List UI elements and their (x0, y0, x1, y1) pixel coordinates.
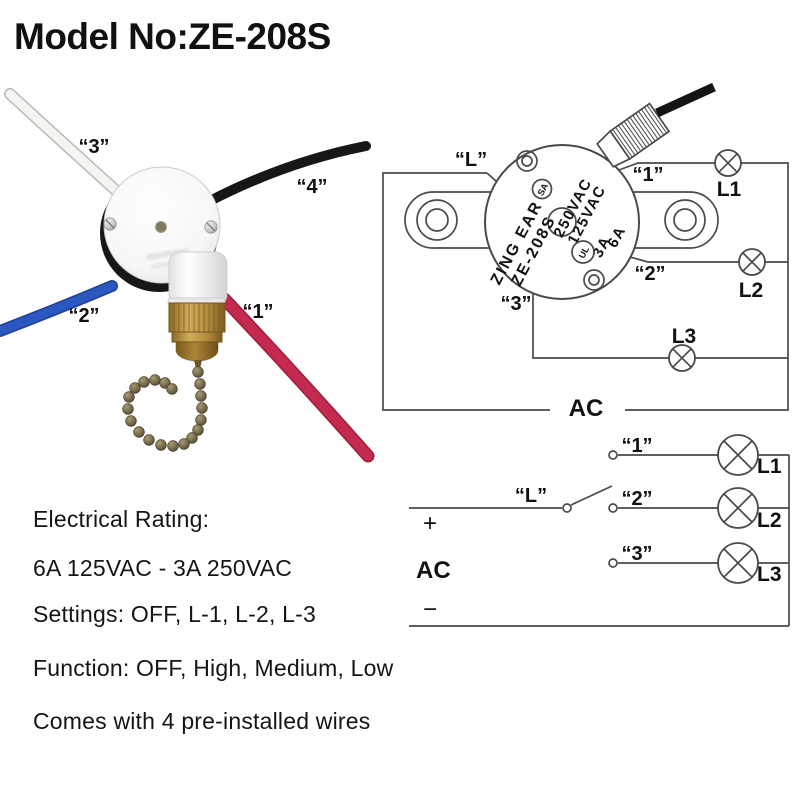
schematic-terminal-1: “1” (621, 435, 652, 457)
schematic-terminal-L: “L” (515, 485, 547, 507)
pull-cord (655, 82, 716, 118)
schematic-terminal-2: “2” (621, 488, 652, 510)
shaft-hole (547, 207, 577, 237)
photo-wire-label-3: “3” (78, 136, 109, 158)
schematic-return-line (409, 455, 790, 627)
diagram-terminal-L: “L” (455, 149, 487, 171)
lamp-l3 (668, 344, 696, 372)
top-screw-tab (516, 150, 538, 172)
spec-settings: Settings: OFF, L-1, L-2, L-3 (33, 601, 316, 627)
diagram-terminal-1: “1” (632, 164, 663, 186)
diagram-terminal-3: “3” (500, 293, 531, 315)
schematic-switch-arm (570, 485, 613, 506)
left-ear-hole-outer (416, 199, 458, 241)
brass-nipple (168, 302, 226, 369)
center-hole (155, 221, 168, 234)
lamp-l1 (714, 149, 742, 177)
schematic-ac-label: AC (416, 557, 451, 584)
top-screw-hole (521, 155, 533, 167)
red-wire (209, 283, 373, 461)
threaded-nipple (596, 102, 671, 168)
right-screw-slot (206, 222, 216, 232)
wire-L-loop (382, 172, 550, 411)
schematic-minus-label: − (423, 596, 437, 623)
wiring-diagram: ZING EAR ZE-208S 250VAC 125VAC 3A 6A UL … (382, 82, 789, 422)
schematic-lamp-l3 (717, 542, 759, 584)
blue-wire (0, 281, 117, 336)
diagram-lamp-label-l1: L1 (717, 178, 742, 201)
switch-photo: “3” “4” “2” “1” (0, 88, 375, 463)
bottom-screw-tab (583, 269, 605, 291)
bottom-screw-hole (588, 274, 600, 286)
right-ear-hole-inner (673, 208, 697, 232)
schematic-lamp-label-l2: L2 (757, 509, 782, 532)
schematic-lamp-label-l1: L1 (757, 455, 782, 478)
schematic-lamp-l2 (717, 487, 759, 529)
spec-rating-values: 6A 125VAC - 3A 250VAC (33, 555, 293, 581)
pull-chain (122, 366, 208, 452)
schematic-plus-label: + (423, 510, 437, 537)
photo-wire-label-1: “1” (242, 301, 273, 323)
brass-cap (175, 341, 219, 362)
wire-1-loop (618, 162, 789, 411)
spec-function: Function: OFF, High, Medium, Low (33, 655, 394, 681)
diagram-ac-label: AC (569, 395, 604, 422)
left-screw-slot (105, 219, 115, 229)
left-ear-hole-inner (425, 208, 449, 232)
right-ear-hole-outer (664, 199, 706, 241)
photo-wire-label-4: “4” (296, 176, 327, 198)
page-title: Model No:ZE-208S (14, 16, 331, 57)
circuit-schematic: “L” “1” “2” “3” L1 L2 L3 + AC − (409, 434, 790, 627)
diagram-lamp-label-l2: L2 (739, 279, 764, 302)
schematic-terminal-3: “3” (621, 543, 652, 565)
switch-body-drawing (484, 144, 640, 300)
schematic-pivot-contact (562, 503, 572, 513)
wire-3 (532, 293, 788, 359)
schematic-lamp-label-l3: L3 (757, 563, 782, 586)
schematic-contact-2 (608, 503, 618, 513)
spec-wires: Comes with 4 pre-installed wires (33, 708, 371, 734)
white-wire (5, 89, 127, 201)
schematic-lamp-lines (618, 454, 789, 564)
switch-drawing: ZING EAR ZE-208S 250VAC 125VAC 3A 6A UL … (404, 82, 719, 300)
schematic-contact-1 (608, 450, 618, 460)
lamp-l2 (738, 248, 766, 276)
black-wire (203, 141, 371, 207)
photo-wire-label-2: “2” (68, 305, 99, 327)
schematic-lamp-l1 (717, 434, 759, 476)
diagram-lamp-label-l3: L3 (672, 325, 697, 348)
diagram-terminal-2: “2” (634, 263, 665, 285)
schematic-contact-3 (608, 558, 618, 568)
spec-electrical-rating: Electrical Rating: (33, 506, 210, 532)
